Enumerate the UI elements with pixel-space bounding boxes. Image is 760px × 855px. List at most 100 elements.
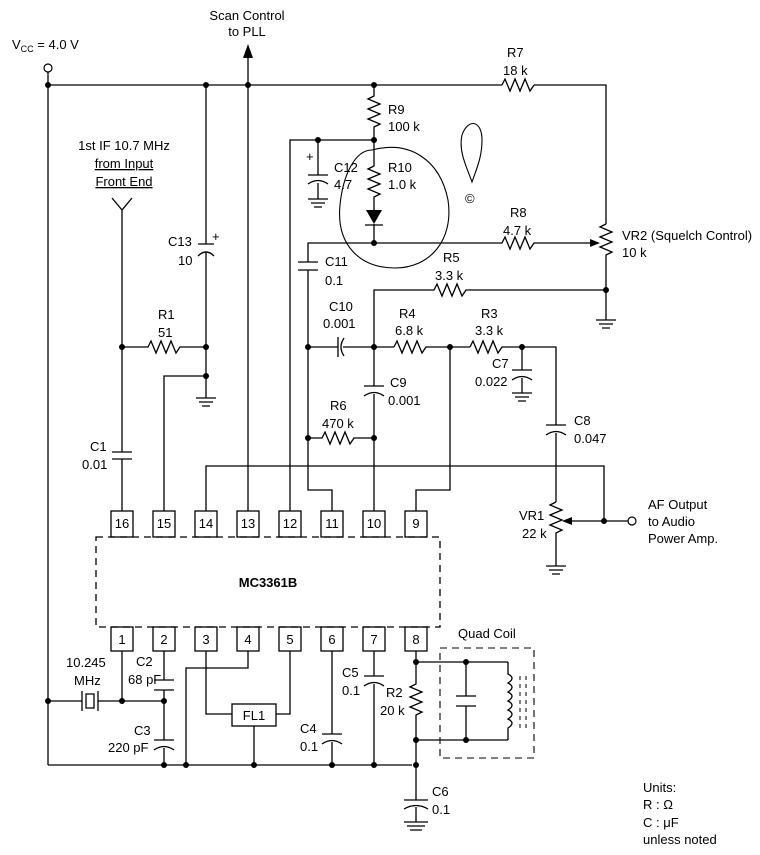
svg-text:VR2 (Squelch Control): VR2 (Squelch Control) xyxy=(622,228,752,243)
svg-text:1.0 k: 1.0 k xyxy=(388,177,417,192)
pin-label-3: 3 xyxy=(202,632,209,647)
resistor-r2: R2 20 k xyxy=(380,651,500,800)
scan-control-line: Scan Control to PLL xyxy=(209,8,285,511)
svg-text:Units:: Units: xyxy=(643,780,676,795)
pin-label-8: 8 xyxy=(412,632,419,647)
svg-text:VR1: VR1 xyxy=(519,508,544,523)
svg-text:FL1: FL1 xyxy=(243,708,265,723)
svg-text:R5: R5 xyxy=(443,250,460,265)
capacitor-c9: C9 0.001 xyxy=(363,347,421,511)
pin-label-12: 12 xyxy=(283,516,297,531)
svg-text:C13: C13 xyxy=(168,234,192,249)
pin-label-6: 6 xyxy=(328,632,335,647)
filter-fl1: FL1 xyxy=(185,651,291,765)
svg-text:R : Ω: R : Ω xyxy=(643,797,673,812)
svg-text:R3: R3 xyxy=(481,306,498,321)
handdrawn-annotations: © xyxy=(339,123,483,269)
svg-text:0.1: 0.1 xyxy=(300,739,318,754)
svg-text:0.047: 0.047 xyxy=(574,431,607,446)
svg-text:R8: R8 xyxy=(510,205,527,220)
capacitor-c11: C11 0.1 xyxy=(298,242,374,511)
pin9-wire xyxy=(415,347,451,511)
svg-text:C2: C2 xyxy=(136,654,153,669)
resistor-r10: R10 1.0 k xyxy=(366,160,417,210)
svg-text:from Input: from Input xyxy=(95,156,154,171)
svg-text:to Audio: to Audio xyxy=(648,514,695,529)
svg-text:C1: C1 xyxy=(90,439,107,454)
svg-text:0.022: 0.022 xyxy=(475,374,508,389)
chip-bottom-pins xyxy=(110,626,428,652)
capacitor-c8: C8 0.047 xyxy=(545,413,607,502)
quad-coil-label: Quad Coil xyxy=(458,626,516,641)
svg-text:10.245: 10.245 xyxy=(66,655,106,670)
svg-text:to PLL: to PLL xyxy=(228,24,266,39)
chip-name: MC3361B xyxy=(239,575,298,590)
svg-text:R10: R10 xyxy=(388,160,412,175)
svg-text:C11: C11 xyxy=(325,254,348,269)
svg-text:C6: C6 xyxy=(432,784,449,799)
svg-text:6.8 k: 6.8 k xyxy=(395,323,424,338)
svg-text:0.001: 0.001 xyxy=(323,316,356,331)
resistor-r7: R7 18 k xyxy=(501,45,535,93)
potentiometer-vr1: VR1 22 k xyxy=(519,501,604,575)
svg-text:R1: R1 xyxy=(158,307,175,322)
junction-dots xyxy=(45,82,609,768)
svg-text:MHz: MHz xyxy=(74,673,101,688)
pin-label-10: 10 xyxy=(367,516,381,531)
capacitor-c5: C5 0.1 xyxy=(342,651,385,765)
resistor-r5: R5 3.3 k xyxy=(373,250,606,347)
quad-coil: Quad Coil xyxy=(439,626,535,759)
svg-text:C9: C9 xyxy=(390,375,407,390)
pin-label-11: 11 xyxy=(325,516,339,531)
supply-rail: VCC = 4.0 V xyxy=(12,37,607,765)
potentiometer-vr2: VR2 (Squelch Control) 10 k xyxy=(596,223,752,329)
svg-text:C7: C7 xyxy=(492,356,509,371)
scan-control-label: Scan Control xyxy=(209,8,284,23)
annotation-glyph: © xyxy=(465,191,475,206)
svg-text:C12: C12 xyxy=(334,160,358,175)
svg-text:+: + xyxy=(212,229,220,244)
resistor-r9: R9 100 k xyxy=(366,85,420,160)
svg-text:68 pF: 68 pF xyxy=(128,672,161,687)
pin-label-7: 7 xyxy=(370,632,377,647)
svg-text:Power Amp.: Power Amp. xyxy=(648,531,718,546)
svg-text:220 pF: 220 pF xyxy=(108,740,149,755)
svg-text:3.3 k: 3.3 k xyxy=(435,268,464,283)
pin-label-1: 1 xyxy=(118,632,125,647)
svg-text:0.1: 0.1 xyxy=(432,802,450,817)
svg-text:0.001: 0.001 xyxy=(388,393,421,408)
pin-label-14: 14 xyxy=(199,516,213,531)
svg-text:Front End: Front End xyxy=(95,174,152,189)
svg-text:10 k: 10 k xyxy=(622,245,647,260)
pin-label-16: 16 xyxy=(115,516,129,531)
if-input: 1st IF 10.7 MHz from Input Front End C1 … xyxy=(78,138,170,511)
svg-text:C10: C10 xyxy=(329,299,353,314)
capacitor-c10: C10 0.001 xyxy=(308,299,394,357)
svg-text:+: + xyxy=(306,149,314,164)
resistor-r4: R4 6.8 k xyxy=(393,306,470,355)
svg-text:R2: R2 xyxy=(386,685,403,700)
svg-text:0.1: 0.1 xyxy=(342,683,360,698)
svg-text:C : μF: C : μF xyxy=(643,815,679,830)
svg-text:100 k: 100 k xyxy=(388,119,420,134)
units-legend: Units: R : Ω C : μF unless noted xyxy=(643,780,717,847)
svg-text:51: 51 xyxy=(158,325,172,340)
mc3361b-chip: MC3361B 16 15 14 13 12 11 10 9 1 2 3 4 5… xyxy=(95,510,441,652)
if-input-label: 1st IF 10.7 MHz xyxy=(78,138,170,153)
ground-pin15 xyxy=(163,375,216,511)
svg-text:R6: R6 xyxy=(330,398,347,413)
capacitor-c13: + C13 10 xyxy=(168,85,220,376)
svg-text:0.01: 0.01 xyxy=(82,457,107,472)
resistor-r1: R1 51 xyxy=(122,307,206,355)
pin-label-13: 13 xyxy=(241,516,255,531)
svg-text:18 k: 18 k xyxy=(503,63,528,78)
svg-text:C4: C4 xyxy=(300,721,317,736)
resistor-r6: R6 470 k xyxy=(308,398,374,446)
crystal-10245: 10.245 MHz xyxy=(48,651,164,711)
resistor-r8: R8 4.7 k xyxy=(374,205,600,251)
svg-text:3.3 k: 3.3 k xyxy=(475,323,504,338)
svg-text:unless noted: unless noted xyxy=(643,832,717,847)
resistor-r3: R3 3.3 k xyxy=(469,306,557,425)
svg-text:4.7 k: 4.7 k xyxy=(503,223,532,238)
capacitor-c2: C2 68 pF C3 220 pF xyxy=(108,651,175,765)
